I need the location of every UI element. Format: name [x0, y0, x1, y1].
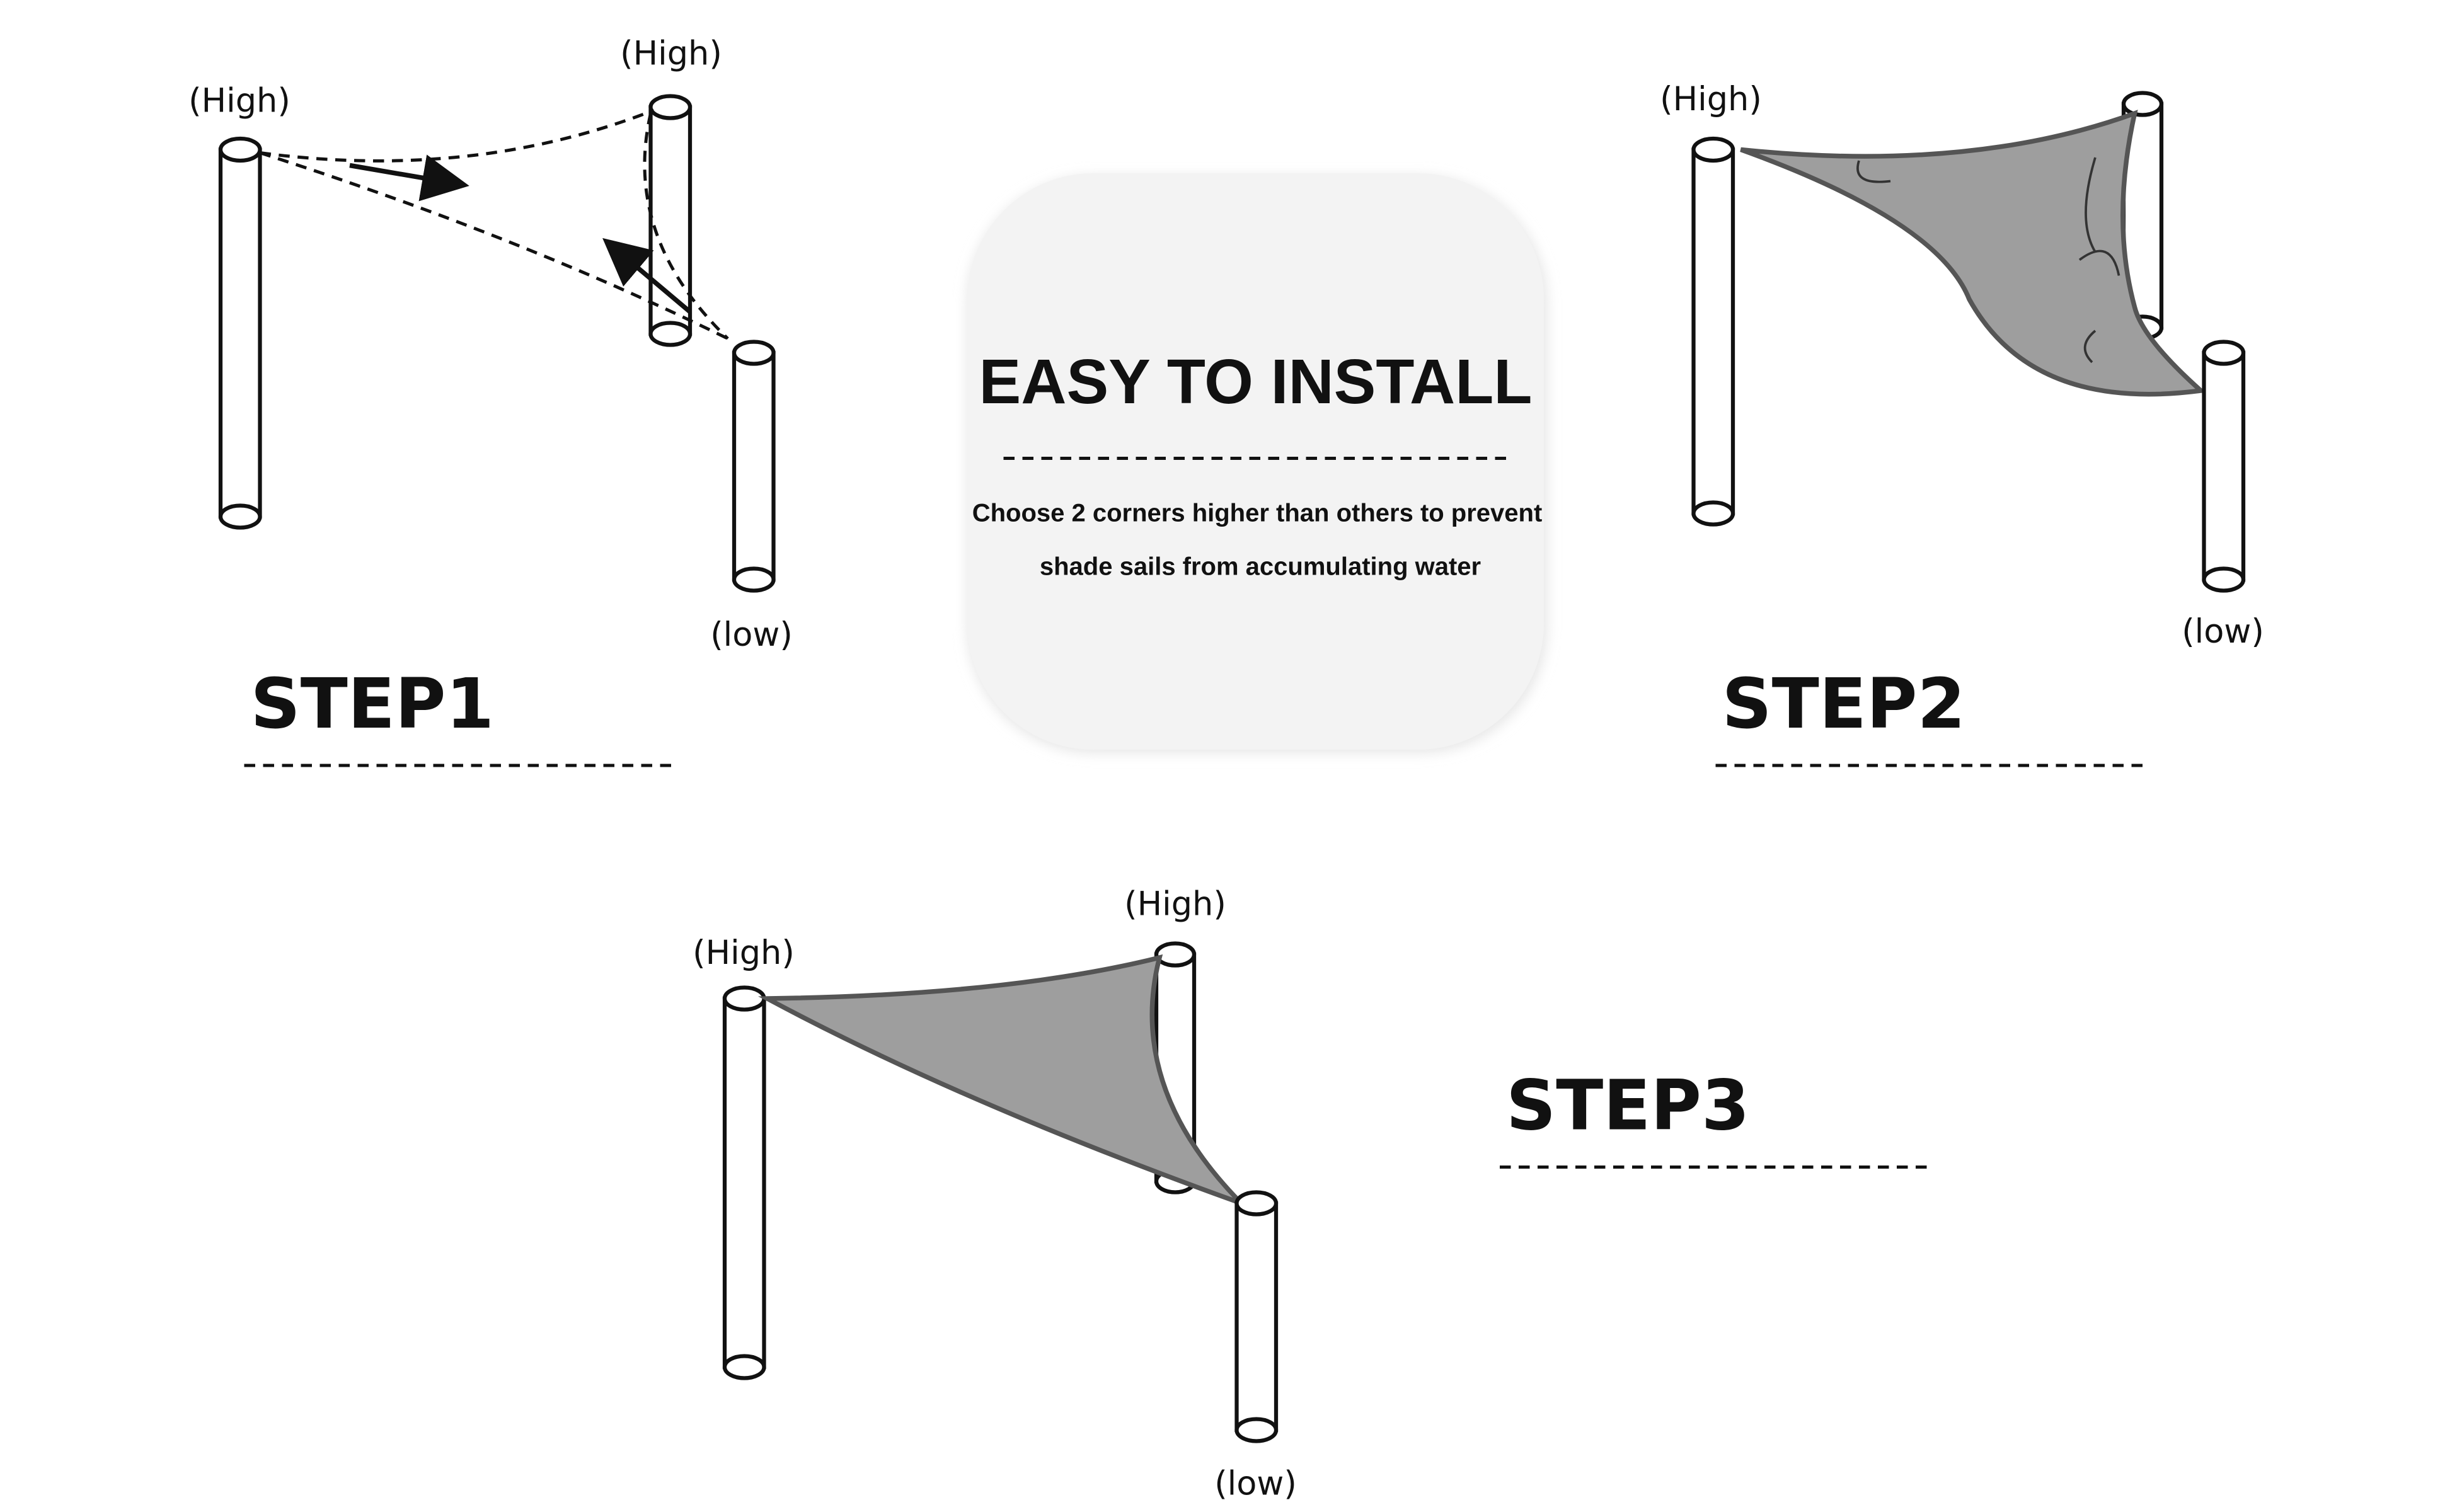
- pole-low: [1234, 1190, 1279, 1443]
- label-low: (low): [1214, 1465, 1297, 1503]
- step3-diagram: (High) (High) (low) STEP3: [693, 885, 1930, 1503]
- label-high: (High): [1660, 80, 1762, 118]
- label-high: (High): [1124, 885, 1226, 924]
- card-text-line1: Choose 2 corners higher than others to p…: [972, 500, 1543, 527]
- shade-sail-loose: [1740, 110, 2207, 397]
- pole-high-left: [1691, 136, 1735, 527]
- pole-high-left: [722, 985, 766, 1380]
- step1-diagram: (High) (High) (low) STEP1: [188, 35, 793, 767]
- rope-diagonal: [259, 151, 729, 340]
- step1-heading: STEP1: [251, 663, 495, 744]
- label-high: (High): [620, 35, 722, 73]
- pole-low: [732, 340, 776, 593]
- sail-wrinkles: [1856, 157, 2120, 364]
- label-high: (High): [693, 934, 795, 972]
- card-text-line2: shade sails from accumulating water: [1040, 553, 1481, 581]
- easy-install-card: EASY TO INSTALL Choose 2 corners higher …: [967, 173, 1547, 753]
- shade-sail-tensioned: [757, 954, 1243, 1206]
- pole-high-left: [218, 136, 262, 530]
- pole-low: [2202, 340, 2246, 593]
- label-high: (High): [188, 82, 291, 120]
- card-title: EASY TO INSTALL: [979, 346, 1533, 417]
- step2-heading: STEP2: [1722, 663, 1966, 744]
- label-low: (low): [2182, 612, 2264, 651]
- step2-diagram: (High) (low) STEP2: [1660, 80, 2264, 767]
- step3-heading: STEP3: [1506, 1065, 1750, 1146]
- rope-top: [260, 108, 655, 163]
- label-low: (low): [710, 616, 793, 654]
- rope-right: [643, 113, 729, 340]
- arrow-icon: [349, 154, 469, 202]
- arrow-icon: [602, 238, 692, 314]
